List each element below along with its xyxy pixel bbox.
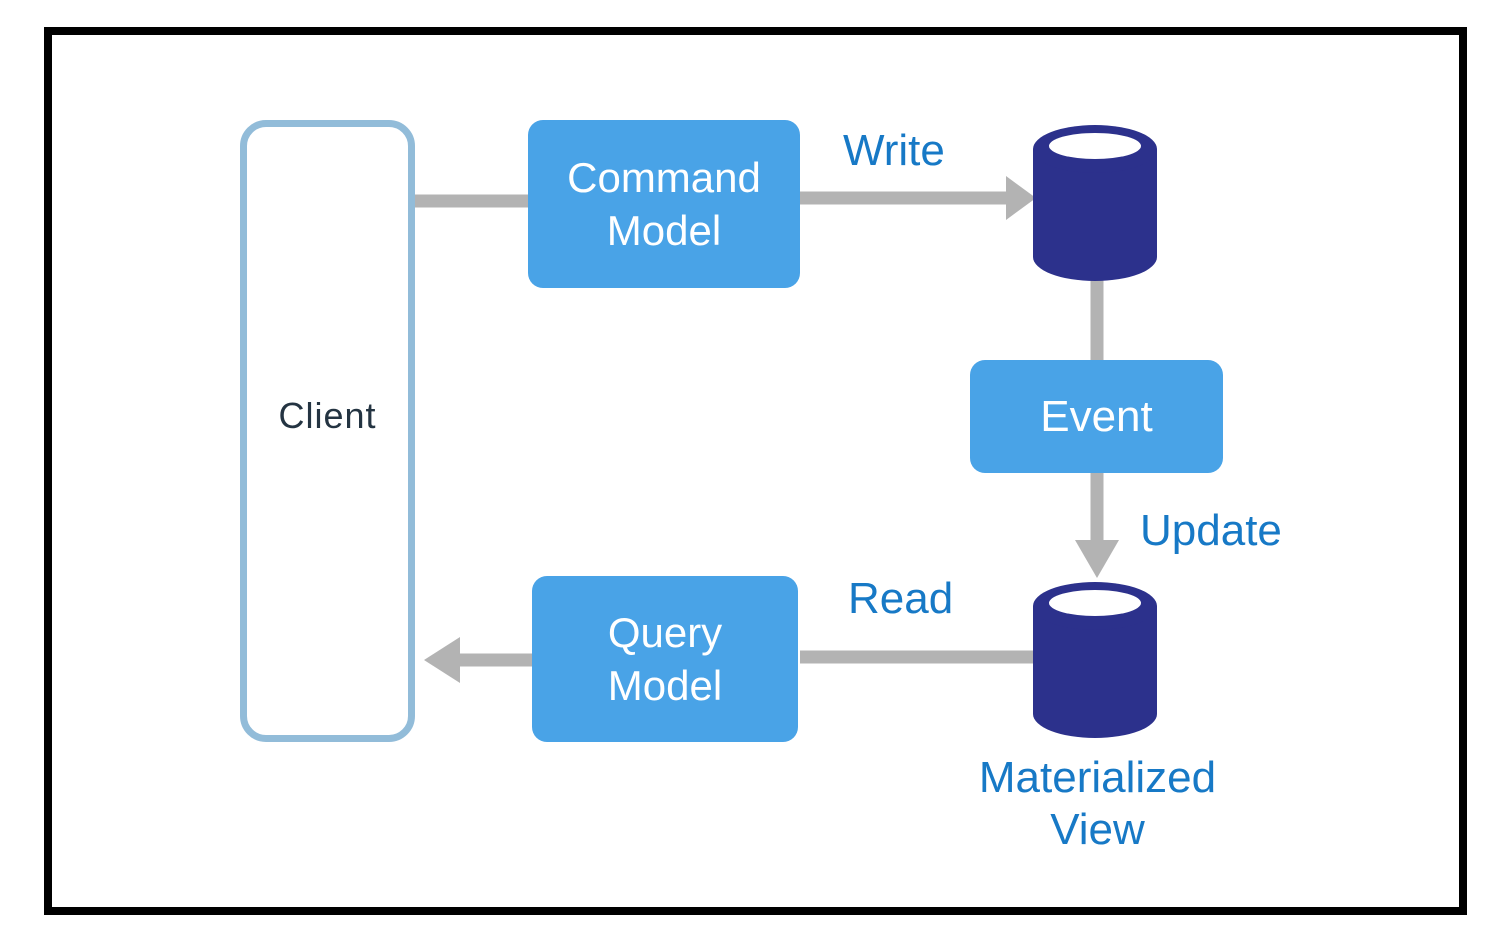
outer-border-frame [44, 27, 1467, 915]
write-arrowhead-icon [1006, 176, 1036, 220]
update-edge-label: Update [1140, 506, 1282, 555]
materialized-view-database-cylinder-icon [1033, 582, 1157, 738]
event-store-database-cylinder-icon [1033, 125, 1157, 281]
node-query-model: Query Model [532, 576, 798, 742]
update-arrowhead-icon [1075, 540, 1119, 578]
command-model-label-line1: Command [567, 154, 761, 201]
write-edge-label: Write [843, 126, 945, 175]
command-model-label-line2: Model [606, 207, 722, 254]
node-client: Client [240, 120, 415, 742]
materialized-view-label-line1: Materialized [978, 753, 1217, 802]
client-label: Client [278, 395, 377, 436]
query-model-label-line2: Model [607, 662, 723, 709]
read-arrowhead-icon [424, 637, 460, 683]
node-event: Event [970, 360, 1223, 473]
node-command-model: Command Model [528, 120, 800, 288]
query-model-label-line1: Query [607, 609, 723, 656]
read-edge-label: Read [848, 574, 954, 623]
materialized-view-label-line2: View [1050, 805, 1145, 854]
event-label: Event [1040, 392, 1153, 441]
materialized-view-label: Materialized View [960, 752, 1235, 856]
